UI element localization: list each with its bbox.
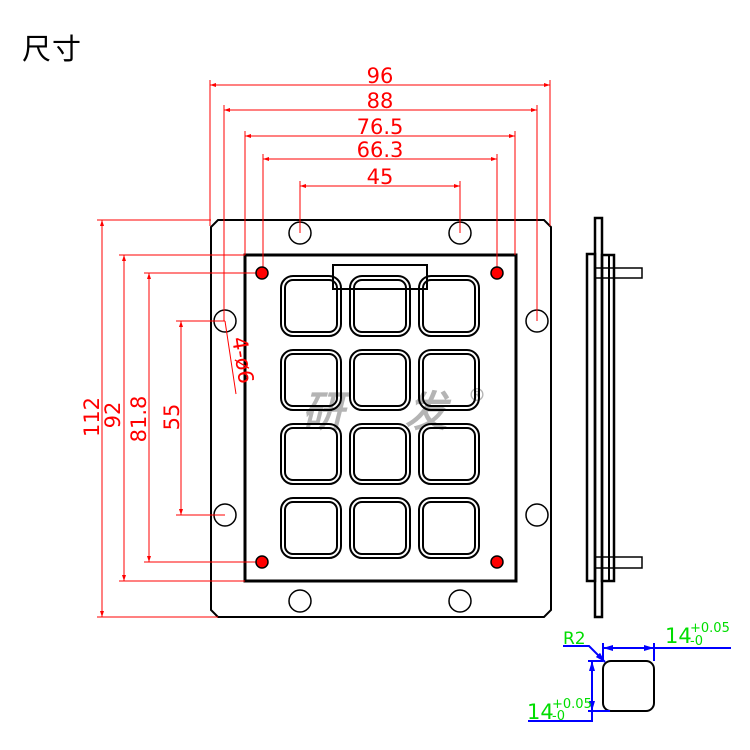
key-inner-outline — [422, 353, 476, 407]
dimension-label: 66.3 — [357, 138, 404, 162]
detail-height-upper-tolerance: +0.05 — [552, 697, 592, 712]
key-inner-outline — [284, 353, 338, 407]
detail-width-nominal: 14 — [665, 624, 692, 648]
dimension-label: 92 — [101, 402, 125, 429]
detail-width-lower-tolerance: -0 — [690, 634, 703, 649]
mounting-hole — [448, 589, 472, 613]
key-outer-outline — [280, 275, 342, 337]
locating-pin — [255, 555, 269, 569]
dimension-label: 55 — [160, 404, 184, 431]
key-inner-outline — [422, 427, 476, 481]
key — [418, 275, 480, 337]
key — [280, 423, 342, 485]
key — [280, 497, 342, 559]
registered-mark: ® — [468, 385, 486, 406]
key-inner-outline — [284, 427, 338, 481]
side-view-stud-bottom — [594, 556, 643, 569]
detail-radius-label: R2 — [563, 629, 586, 649]
key-outer-outline — [349, 349, 411, 411]
display-window-outline — [332, 264, 428, 290]
key-outer-outline — [280, 423, 342, 485]
locating-pin — [255, 266, 269, 280]
locating-pin — [490, 266, 504, 280]
key-outer-outline — [349, 275, 411, 337]
key-inner-outline — [284, 279, 338, 333]
key — [418, 423, 480, 485]
detail-height-leader — [528, 711, 593, 722]
key — [349, 423, 411, 485]
side-view — [585, 216, 643, 619]
vertical-dimensions: 112 92 81.8 55 — [80, 219, 262, 618]
horizontal-dimensions: 96 88 76.5 66.3 45 — [209, 64, 551, 321]
key-inner-outline — [284, 501, 338, 555]
mounting-plate-outline — [210, 219, 552, 618]
key-outer-outline — [280, 349, 342, 411]
key-outer-outline — [418, 497, 480, 559]
dimension-label: 88 — [367, 89, 394, 113]
key-outer-outline — [280, 497, 342, 559]
key-detail-outline — [602, 660, 655, 712]
mounting-hole — [525, 503, 549, 527]
detail-height-nominal: 14 — [527, 700, 554, 724]
key-inner-outline — [353, 501, 407, 555]
side-view-back-body — [585, 252, 597, 583]
key-outer-outline — [418, 275, 480, 337]
key — [349, 497, 411, 559]
key-outer-outline — [349, 423, 411, 485]
dimension-label: 96 — [367, 64, 394, 88]
key — [349, 349, 411, 411]
key-inner-outline — [422, 279, 476, 333]
dimension-label: 112 — [80, 397, 104, 437]
key-outer-outline — [418, 423, 480, 485]
detail-radius-leader — [563, 645, 606, 663]
key-inner-outline — [353, 427, 407, 481]
key-detail: 14 +0.05 -0 R2 14 +0.05 -0 — [527, 621, 731, 724]
side-view-stud-top — [594, 267, 643, 279]
dimension-label: 76.5 — [357, 115, 404, 139]
hole-note-leader — [224, 320, 237, 395]
dimension-label: 81.8 — [127, 396, 151, 443]
key — [280, 275, 342, 337]
key — [418, 497, 480, 559]
page-title: 尺寸 — [22, 32, 83, 66]
hole-note: 4-ø6 — [227, 335, 258, 385]
detail-width-upper-tolerance: +0.05 — [690, 621, 730, 636]
key — [280, 349, 342, 411]
key — [349, 275, 411, 337]
key-outer-outline — [349, 497, 411, 559]
key-inner-outline — [353, 279, 407, 333]
key-outer-outline — [418, 349, 480, 411]
key — [418, 349, 480, 411]
key-inner-outline — [422, 501, 476, 555]
dimension-label: 45 — [367, 165, 394, 189]
locating-pins — [255, 266, 504, 569]
detail-height-lower-tolerance: -0 — [552, 709, 565, 724]
keypad-keys — [280, 275, 480, 559]
locating-pin — [490, 555, 504, 569]
keypad-panel-outline — [243, 253, 518, 583]
mounting-hole — [288, 589, 312, 613]
key-inner-outline — [353, 353, 407, 407]
